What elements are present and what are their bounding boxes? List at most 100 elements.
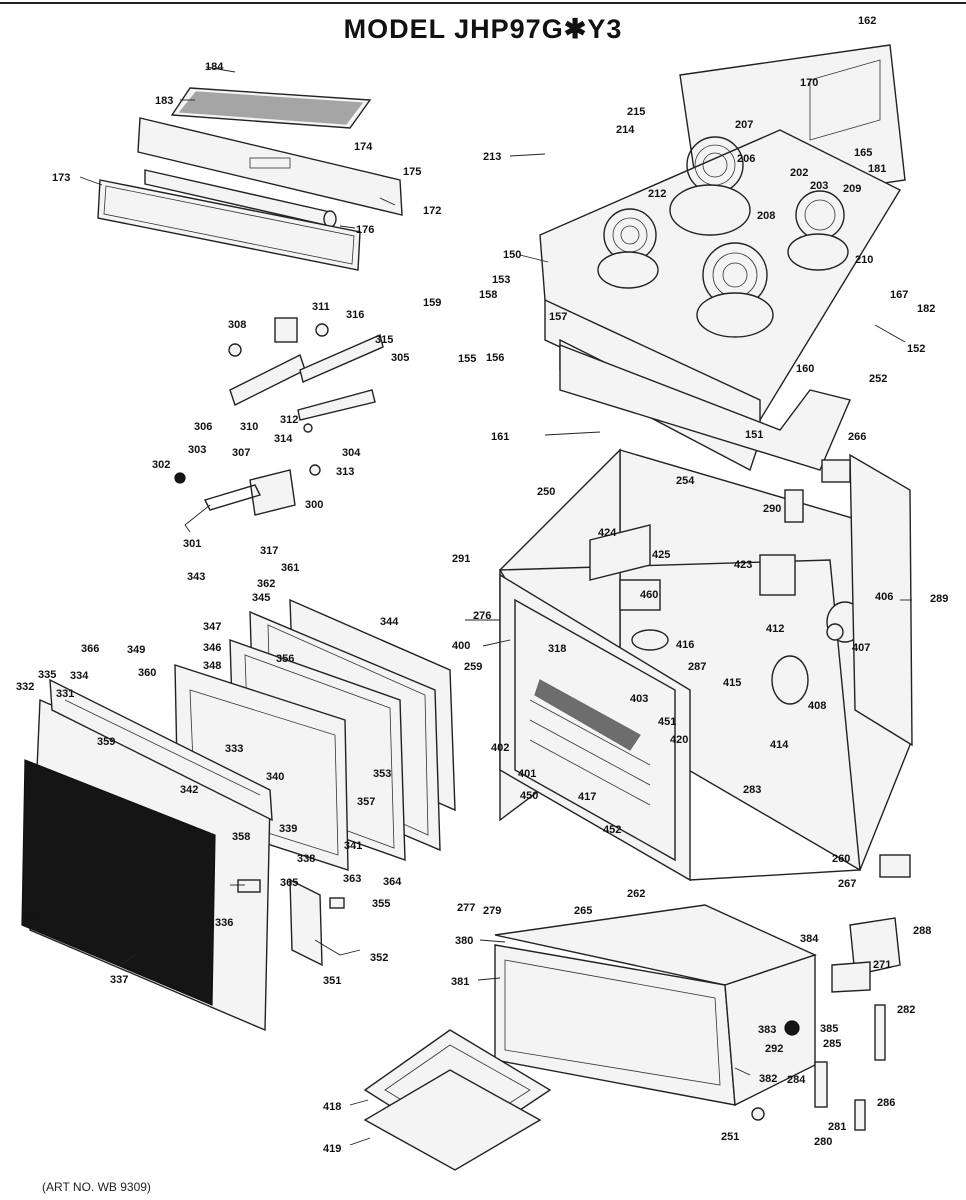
callout-label: 345 <box>252 592 270 604</box>
callout-label: 210 <box>855 254 873 266</box>
callout-label: 159 <box>423 297 441 309</box>
callout-label: 161 <box>491 431 509 443</box>
callout-label: 266 <box>848 431 866 443</box>
callout-label: 385 <box>820 1023 838 1035</box>
callout-label: 182 <box>917 303 935 315</box>
callout-label: 207 <box>735 119 753 131</box>
callout-label: 262 <box>627 888 645 900</box>
callout-label: 271 <box>873 959 891 971</box>
callout-label: 212 <box>648 188 666 200</box>
callout-label: 215 <box>627 106 645 118</box>
broiler-pan-part <box>363 1029 552 1171</box>
callout-label: 282 <box>897 1004 915 1016</box>
callout-label: 284 <box>787 1074 806 1086</box>
callout-label: 170 <box>800 77 818 89</box>
callout-label: 308 <box>228 319 246 331</box>
drip-tray-part <box>559 343 851 471</box>
callout-label: 160 <box>796 363 814 375</box>
callout-label: 312 <box>280 414 298 426</box>
callout-label: 276 <box>473 610 491 622</box>
callout-label: 286 <box>877 1097 895 1109</box>
callout-label: 174 <box>354 141 373 153</box>
callout-label: 209 <box>843 183 861 195</box>
callout-label: 402 <box>491 742 509 754</box>
callout-label: 158 <box>479 289 497 301</box>
callout-label: 208 <box>757 210 775 222</box>
callout-label: 152 <box>907 343 925 355</box>
callout-label: 416 <box>676 639 694 651</box>
callout-label: 365 <box>280 877 298 889</box>
callout-label: 173 <box>52 172 70 184</box>
callout-label: 364 <box>383 876 402 888</box>
callout-label: 357 <box>357 796 375 808</box>
callout-labels: 162 170 165 181 209 184 183 215 214 207 … <box>16 15 948 1155</box>
door-hinge-bottom-parts <box>237 878 361 967</box>
callout-label: 289 <box>930 593 948 605</box>
callout-label: 175 <box>403 166 421 178</box>
callout-label: 156 <box>486 352 504 364</box>
callout-label: 330 <box>22 911 40 923</box>
callout-label: 360 <box>138 667 156 679</box>
callout-label: 362 <box>257 578 275 590</box>
callout-label: 300 <box>305 499 323 511</box>
callout-label: 342 <box>180 784 198 796</box>
callout-label: 348 <box>203 660 221 672</box>
callout-label: 338 <box>297 853 315 865</box>
callout-label: 150 <box>503 249 521 261</box>
callout-label: 335 <box>38 669 56 681</box>
callout-label: 181 <box>868 163 886 175</box>
callout-label: 333 <box>225 743 243 755</box>
callout-label: 252 <box>869 373 887 385</box>
callout-label: 351 <box>323 975 341 987</box>
callout-label: 311 <box>312 301 330 313</box>
callout-label: 183 <box>155 95 173 107</box>
callout-label: 341 <box>344 840 362 852</box>
top-border-line <box>0 2 966 4</box>
callout-label: 424 <box>598 527 617 539</box>
callout-label: 415 <box>723 677 741 689</box>
callout-label: 151 <box>745 429 763 441</box>
callout-label: 347 <box>203 621 221 633</box>
callout-label: 406 <box>875 591 893 603</box>
callout-label: 165 <box>854 147 872 159</box>
callout-label: 167 <box>890 289 908 301</box>
callout-label: 202 <box>790 167 808 179</box>
callout-label: 408 <box>808 700 826 712</box>
callout-label: 423 <box>734 559 752 571</box>
callout-label: 349 <box>127 644 145 656</box>
bottom-right-hardware-parts <box>751 854 911 1131</box>
callout-label: 301 <box>183 538 201 550</box>
callout-label: 292 <box>765 1043 783 1055</box>
callout-label: 316 <box>346 309 364 321</box>
callout-label: 306 <box>194 421 212 433</box>
callout-label: 336 <box>215 917 233 929</box>
callout-label: 366 <box>81 643 99 655</box>
vent-filter-part <box>170 87 372 129</box>
callout-label: 343 <box>187 571 205 583</box>
callout-label: 317 <box>260 545 278 557</box>
callout-label: 420 <box>670 734 688 746</box>
callout-label: 157 <box>549 311 567 323</box>
callout-label: 414 <box>770 739 789 751</box>
storage-drawer-part <box>494 904 817 1107</box>
callout-label: 305 <box>391 352 409 364</box>
callout-label: 450 <box>520 790 538 802</box>
callout-label: 340 <box>266 771 284 783</box>
callout-label: 381 <box>451 976 469 988</box>
callout-label: 304 <box>342 447 361 459</box>
callout-label: 206 <box>737 153 755 165</box>
callout-label: 355 <box>372 898 390 910</box>
callout-label: 213 <box>483 151 501 163</box>
callout-label: 172 <box>423 205 441 217</box>
callout-label: 287 <box>688 661 706 673</box>
callout-label: 339 <box>279 823 297 835</box>
callout-label: 412 <box>766 623 784 635</box>
callout-label: 251 <box>721 1131 739 1143</box>
callout-label: 460 <box>640 589 658 601</box>
callout-label: 203 <box>810 180 828 192</box>
callout-label: 318 <box>548 643 566 655</box>
callout-label: 359 <box>97 736 115 748</box>
callout-label: 250 <box>537 486 555 498</box>
callout-label: 356 <box>276 653 294 665</box>
